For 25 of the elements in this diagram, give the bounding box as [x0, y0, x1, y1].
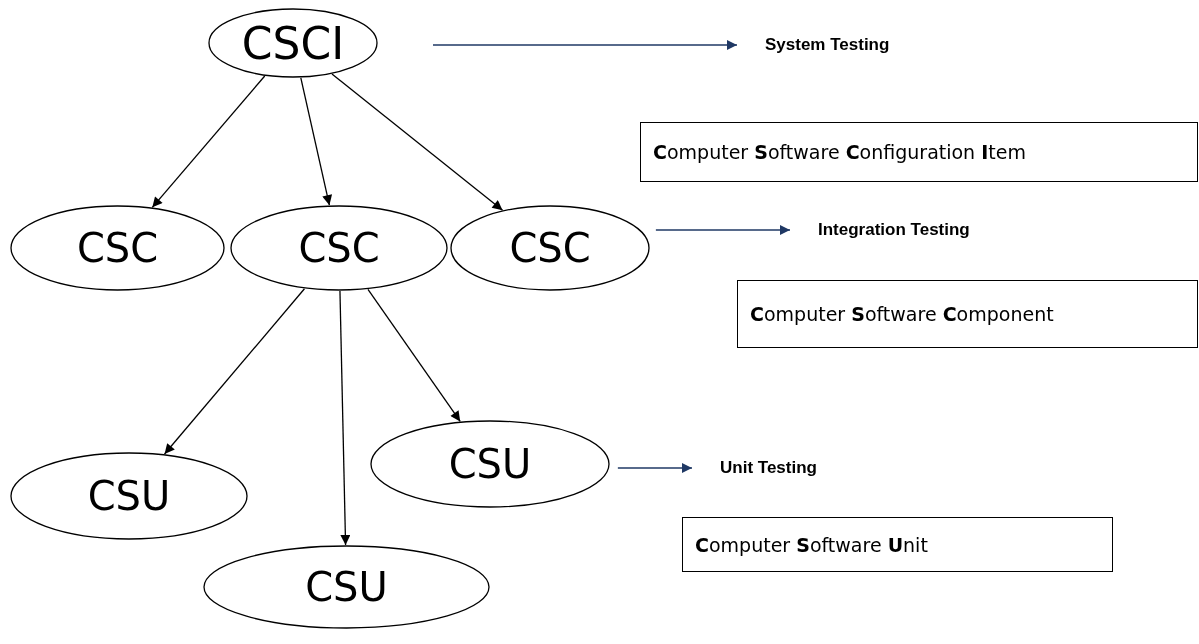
- node-label: CSC: [509, 225, 591, 271]
- testing-label: Unit Testing: [720, 458, 817, 478]
- node-label: CSU: [87, 473, 171, 519]
- definition-text: Computer Software Unit: [695, 533, 928, 556]
- arrow: [432, 40, 738, 50]
- definition-box: [682, 517, 1113, 572]
- node-label: CSU: [448, 441, 532, 487]
- testing-label: Integration Testing: [818, 220, 970, 240]
- node-label: CSC: [298, 225, 380, 271]
- node-label: CSCI: [241, 17, 345, 69]
- arrow: [163, 288, 306, 455]
- arrow: [367, 288, 461, 423]
- arrow: [151, 75, 266, 208]
- arrow: [300, 77, 333, 206]
- definition-text: Computer Software Configuration Item: [653, 141, 1026, 163]
- arrow: [339, 290, 351, 546]
- arrow: [655, 225, 791, 235]
- node-label: CSC: [76, 225, 159, 271]
- node-label: CSU: [305, 564, 388, 610]
- definition-box: [640, 122, 1198, 182]
- definition-text: Computer Software Component: [750, 303, 1054, 325]
- testing-label: System Testing: [765, 35, 890, 55]
- arrow: [617, 463, 693, 473]
- definition-box: [737, 280, 1198, 348]
- arrow: [331, 73, 504, 211]
